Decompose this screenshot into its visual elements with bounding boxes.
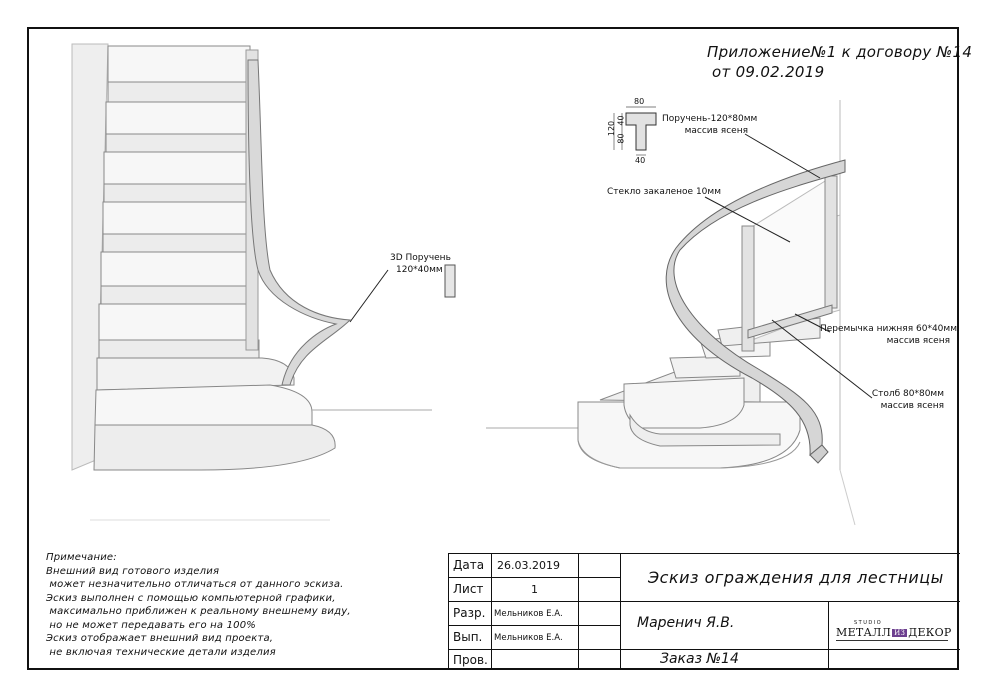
customer-name: Маренич Я.В. bbox=[637, 615, 735, 631]
appendix-title: Приложение№1 к договору №14 bbox=[707, 43, 973, 61]
value-date: 26.03.2019 bbox=[497, 559, 560, 572]
value-developed: Мельников Е.А. bbox=[494, 609, 563, 619]
value-sheet: 1 bbox=[531, 583, 538, 596]
callout-3d-handrail: 3D Поручень 120*40мм bbox=[390, 253, 451, 275]
appendix-date: от 09.02.2019 bbox=[712, 63, 825, 81]
value-executed: Мельников Е.А. bbox=[494, 633, 563, 643]
notes-line: но не может передавать его на 100% bbox=[46, 619, 256, 631]
left-staircase bbox=[71, 43, 432, 521]
sheet-border bbox=[27, 27, 959, 670]
label-executed: Вып. bbox=[453, 630, 483, 644]
leader-handrail bbox=[744, 133, 821, 179]
notes-line: максимально приближен к реальному внешне… bbox=[46, 606, 351, 617]
leader-bottom-rail bbox=[794, 313, 831, 333]
dim-total: 120 bbox=[607, 120, 617, 137]
notes-line: Эскиз отображает внешний вид проекта, bbox=[46, 633, 274, 644]
callout-bottom-rail: Перемычка нижняя 60*40мм массив ясеня bbox=[820, 324, 957, 346]
dim-lower: 80 bbox=[616, 133, 626, 144]
right-staircase bbox=[486, 100, 856, 526]
callout-handrail: Поручень-120*80мм массив ясеня bbox=[662, 114, 758, 136]
handrail-section-icon bbox=[444, 264, 456, 298]
notes-line: Внешний вид готового изделия bbox=[46, 565, 220, 577]
label-developed: Разр. bbox=[453, 606, 486, 620]
leader-post bbox=[771, 319, 873, 399]
leader-3d-handrail bbox=[349, 269, 389, 323]
dim-top: 80 bbox=[634, 97, 645, 106]
label-date: Дата bbox=[453, 558, 485, 572]
dim-upper: 40 bbox=[616, 115, 626, 126]
label-checked: Пров. bbox=[453, 653, 488, 667]
notes-line: не включая технические детали изделия bbox=[46, 646, 276, 658]
notes: Примечание: Внешний вид готового изделия… bbox=[46, 551, 351, 659]
label-sheet: Лист bbox=[453, 582, 484, 596]
dim-stem: 40 bbox=[635, 156, 646, 165]
drawing-title: Эскиз ограждения для лестницы bbox=[648, 568, 944, 587]
notes-title: Примечание: bbox=[46, 552, 117, 563]
callout-post: Столб 80*80мм массив ясеня bbox=[871, 389, 944, 411]
leader-glass bbox=[704, 196, 791, 243]
handrail-profile bbox=[613, 106, 657, 156]
title-block: Дата Лист Разр. Вып. Пров. 26.03.2019 1 … bbox=[448, 553, 960, 670]
callout-glass: Стекло закаленое 10мм bbox=[607, 187, 721, 197]
notes-line: может незначительно отличаться от данног… bbox=[46, 579, 344, 590]
order-number: Заказ №14 bbox=[660, 651, 739, 667]
notes-line: Эскиз выполнен с помощью компьютерной гр… bbox=[46, 592, 336, 604]
